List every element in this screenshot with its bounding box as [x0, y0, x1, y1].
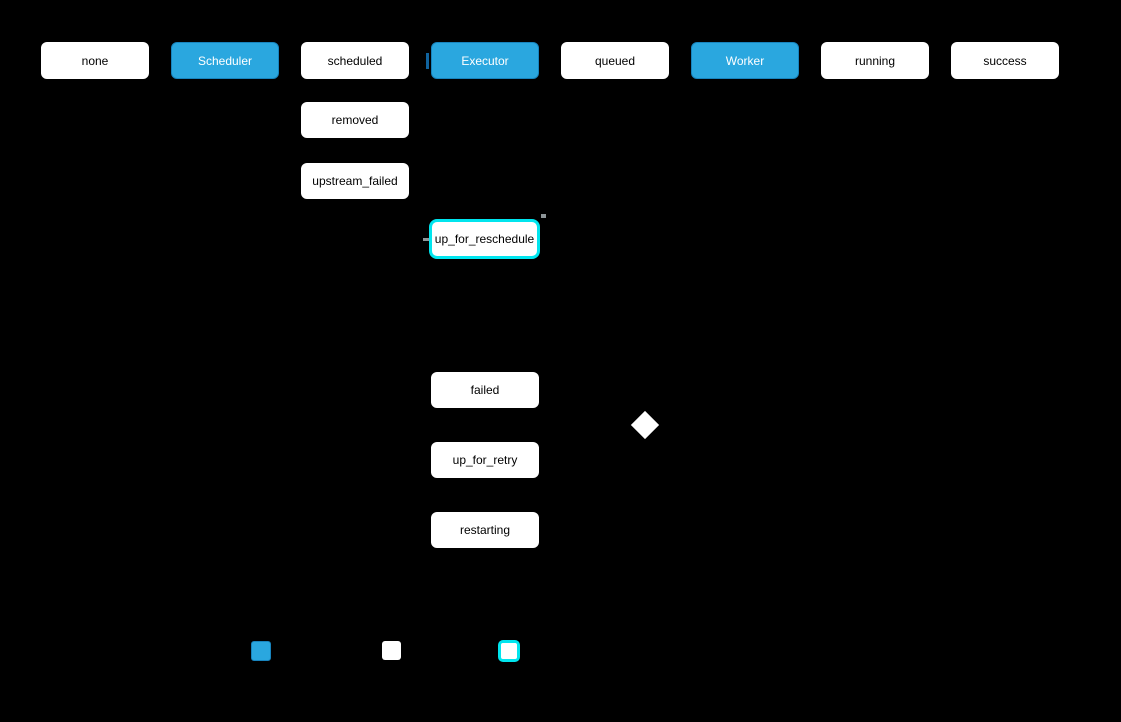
node-upstream-failed: upstream_failed — [301, 163, 409, 199]
node-success: success — [951, 42, 1059, 79]
decision-diamond-shape — [630, 410, 660, 440]
legend-component-swatch — [251, 641, 271, 661]
node-removed: removed — [301, 102, 409, 138]
edge-stub — [426, 53, 429, 69]
node-restarting: restarting — [431, 512, 539, 548]
node-failed: failed — [431, 372, 539, 408]
node-scheduler: Scheduler — [171, 42, 279, 79]
node-queued: queued — [561, 42, 669, 79]
node-up-for-retry: up_for_retry — [431, 442, 539, 478]
legend-state-swatch — [382, 641, 401, 660]
edge-stub — [541, 214, 546, 218]
legend-highlight-swatch — [498, 640, 520, 662]
node-running: running — [821, 42, 929, 79]
node-executor: Executor — [431, 42, 539, 79]
node-worker: Worker — [691, 42, 799, 79]
node-scheduled: scheduled — [301, 42, 409, 79]
node-up-for-reschedule: up_for_reschedule — [429, 219, 540, 259]
node-none: none — [41, 42, 149, 79]
edge-stub — [423, 238, 429, 241]
